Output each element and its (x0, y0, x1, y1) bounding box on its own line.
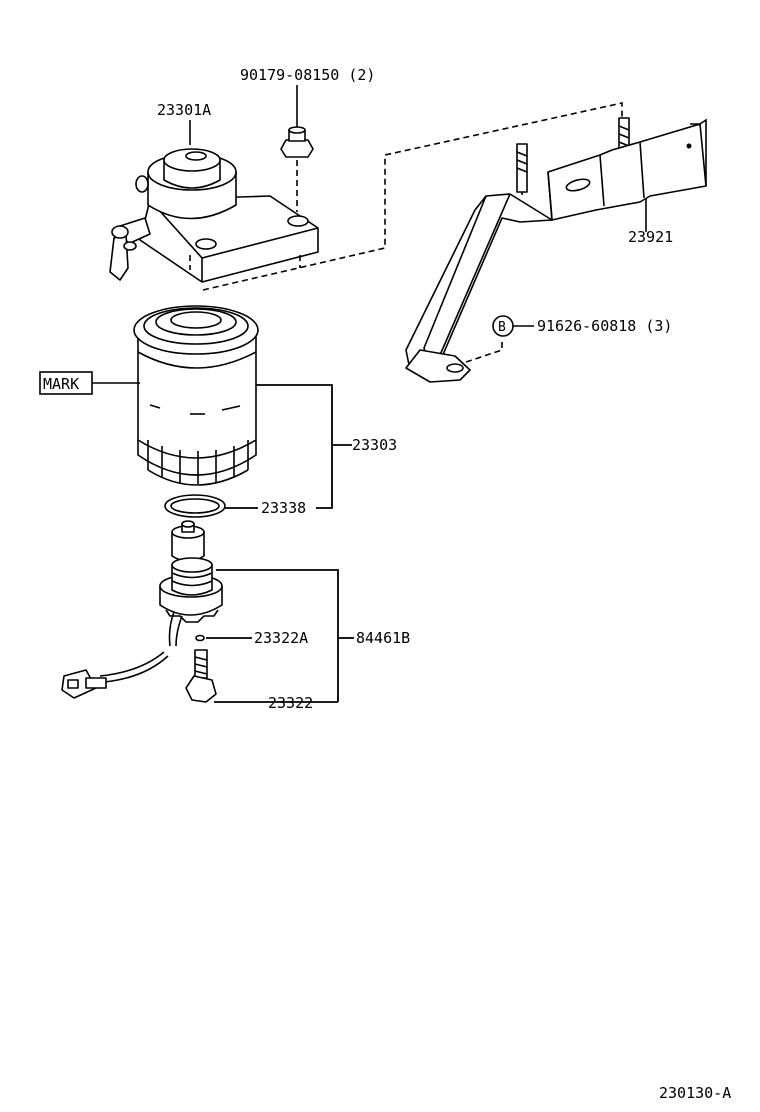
label-drain-plug: 23322 (268, 694, 313, 712)
figure-code: 230130-A (659, 1084, 731, 1102)
label-filter-element: 23303 (352, 436, 397, 454)
drain-plug-part (185, 649, 338, 703)
label-o-ring: 23322A (254, 629, 308, 647)
nut-part (280, 85, 314, 212)
svg-text:MARK: MARK (43, 375, 79, 393)
sensor-assy-part (61, 520, 354, 702)
o-ring-part (195, 634, 252, 642)
label-filter-head: 23301A (157, 101, 211, 119)
leader-filter-element (256, 384, 333, 509)
filter-head-part (109, 120, 319, 283)
label-gasket: 23338 (261, 499, 306, 517)
label-bracket: 23921 (628, 228, 673, 246)
mark-tag: MARK (39, 371, 140, 395)
filter-element-part (133, 305, 259, 486)
label-sensor-assy: 84461B (356, 629, 410, 647)
label-bolt: 91626-60818 (3) (537, 317, 672, 335)
bolt-marker-b: B (498, 320, 506, 335)
label-nut: 90179-08150 (2) (240, 66, 375, 84)
gasket-part (164, 494, 258, 518)
bolt-leader: B (465, 315, 534, 363)
dashed-mount-line (202, 102, 623, 291)
bracket-part (405, 117, 707, 383)
